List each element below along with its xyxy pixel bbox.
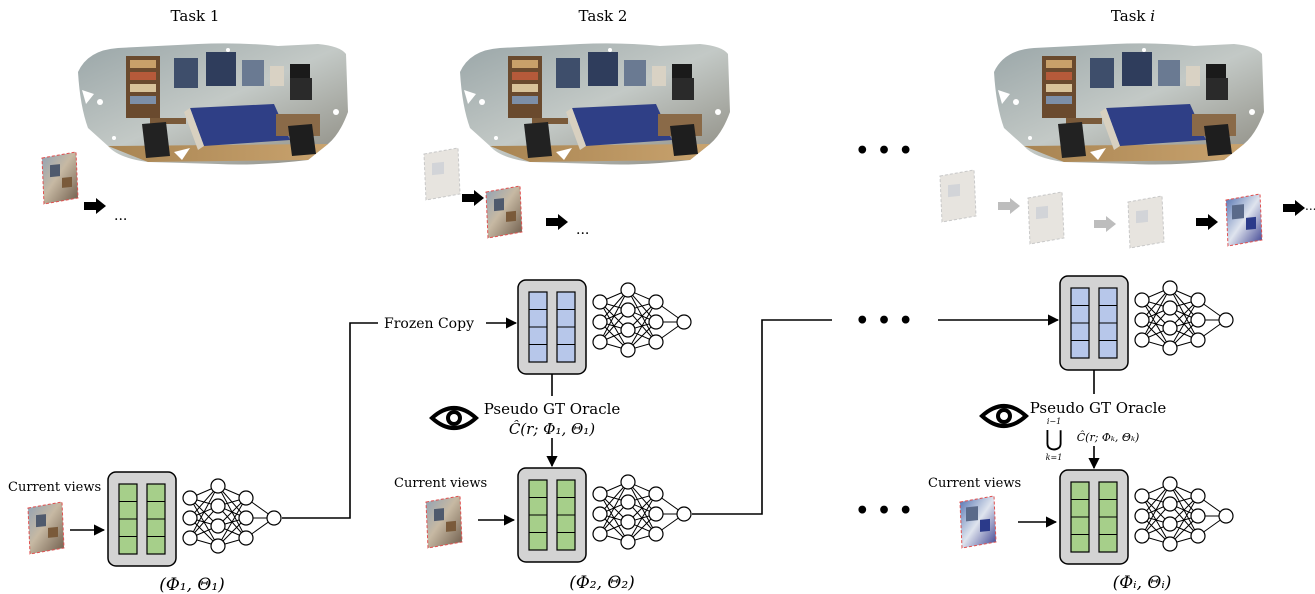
oracle-union-top: i−1 — [1047, 417, 1061, 426]
frozen-copy-connector — [282, 322, 378, 519]
oracle-union-symbol: ⋃ — [1045, 427, 1063, 452]
view-thumbnail — [1225, 193, 1263, 247]
task-1-title: Task 1 — [171, 7, 220, 25]
arrow-right-icon — [1283, 200, 1305, 216]
oracle-title-task-2: Pseudo GT Oracle — [484, 400, 621, 418]
task2-to-next-connector — [692, 319, 832, 515]
trail-dots: ... — [114, 208, 127, 224]
arrow-right-icon-gray — [1094, 216, 1116, 232]
neural-network-icon — [592, 474, 692, 550]
task-2-title: Task 2 — [579, 7, 628, 25]
oracle-formula-task-2: Ĉ(r; Φ₁, Θ₁) — [509, 420, 595, 438]
neural-network-icon — [1134, 280, 1234, 356]
param-label-task-1: (Φ₁, Θ₁) — [159, 575, 225, 594]
current-views-label: Current views — [394, 476, 487, 491]
current-views-label: Current views — [8, 480, 101, 495]
eye-icon — [980, 404, 1028, 428]
model-block-task-2 — [517, 467, 587, 563]
model-block-task-1 — [107, 471, 177, 567]
current-view-thumbnail — [959, 495, 997, 549]
ellipsis-bottom: • • • — [855, 498, 913, 524]
ellipsis-top: • • • — [855, 138, 913, 164]
trail-dots: ... — [1305, 199, 1315, 213]
view-thumbnail — [485, 185, 523, 239]
oracle-union-bottom: k=1 — [1046, 453, 1063, 462]
param-label-task-2: (Φ₂, Θ₂) — [569, 573, 635, 593]
frozen-copy-label: Frozen Copy — [384, 316, 474, 332]
current-views-label: Current views — [928, 476, 1021, 491]
view-thumbnail-faded — [1027, 191, 1065, 245]
model-block-task-i — [1059, 469, 1129, 565]
neural-network-icon — [592, 282, 692, 358]
arrow-right-icon-gray — [998, 198, 1020, 214]
arrow-right-icon — [462, 190, 484, 206]
param-label-task-i: (Φᵢ, Θᵢ) — [1113, 573, 1172, 593]
eye-icon — [430, 406, 478, 430]
neural-network-icon — [182, 478, 282, 554]
trail-dots: ... — [576, 222, 589, 238]
view-thumbnail-faded — [939, 169, 977, 223]
model-block-task-2-frozen — [517, 279, 587, 375]
model-block-task-i-frozen — [1059, 275, 1129, 371]
scene-pointcloud-icon — [78, 43, 348, 165]
current-view-thumbnail — [425, 495, 463, 549]
arrow-right-icon — [84, 198, 106, 214]
oracle-title-task-i: Pseudo GT Oracle — [1030, 399, 1167, 417]
oracle-union-term: Ĉ(r; Φₖ, Θₖ) — [1077, 430, 1140, 444]
view-thumbnail-faded — [423, 147, 461, 201]
scene-pointcloud-icon — [460, 43, 730, 165]
ellipsis-middle: • • • — [855, 308, 913, 334]
arrow-right-icon — [546, 214, 568, 230]
hash-grid-column — [118, 483, 166, 555]
current-view-thumbnail — [27, 501, 65, 555]
task-i-title: Task 𝑖 — [1111, 7, 1155, 25]
arrow-right-icon — [1196, 214, 1218, 230]
view-thumbnail-faded — [1127, 195, 1165, 249]
scene-pointcloud-icon — [994, 43, 1264, 165]
view-thumbnail — [41, 151, 79, 205]
neural-network-icon — [1134, 476, 1234, 552]
